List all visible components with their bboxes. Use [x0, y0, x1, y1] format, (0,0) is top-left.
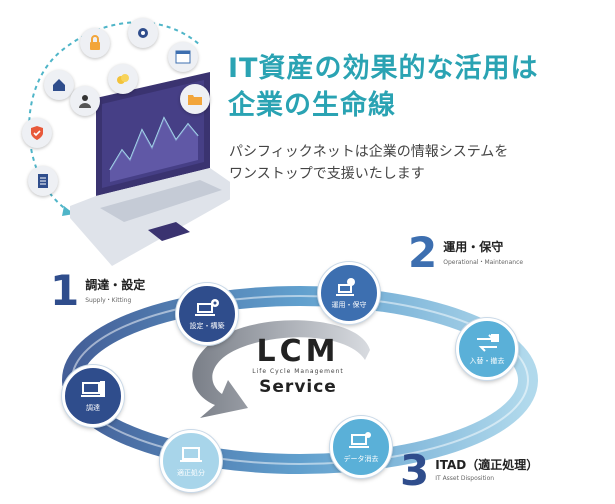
laptop-keyboard [100, 180, 222, 222]
data-erase-icon [349, 432, 371, 448]
folder-bubble [180, 84, 210, 114]
step-3-text: ITAD（適正処理） IT Asset Disposition [435, 456, 538, 482]
step-1-english: Supply・Kitting [85, 297, 132, 304]
computer-icon [81, 381, 105, 397]
lcm-title: LCM [256, 334, 340, 369]
step-1-title: 調達・設定 [85, 278, 146, 292]
step-2-english: Operational・Maintenance [443, 259, 524, 266]
step-3-label: 3 ITAD（適正処理） IT Asset Disposition [400, 450, 538, 492]
lcm-center-label: LCM Life Cycle Management Service [238, 334, 358, 398]
step-1-text: 調達・設定 Supply・Kitting [85, 276, 145, 304]
lock-icon [90, 35, 100, 50]
node-move: 入替・撤去 [456, 318, 518, 380]
browser-icon [175, 50, 191, 64]
step-1-label: 1 調達・設定 Supply・Kitting [50, 270, 145, 312]
lcm-swoosh-arrow [192, 320, 370, 418]
service-title: Service [259, 377, 337, 397]
title-line-1: IT資産の効果的な活用は [228, 53, 539, 84]
step-2-label: 2 運用・保守 Operational・Maintenance [408, 232, 523, 274]
step-2-title: 運用・保守 [443, 240, 504, 254]
gear-laptop-icon [195, 299, 219, 316]
browser-bubble [168, 42, 198, 72]
node-erase-label: データ消去 [343, 455, 379, 463]
laptop-icon [180, 447, 202, 462]
person-bubble [70, 86, 100, 116]
step-2-number: 2 [408, 228, 438, 277]
coins-bubble [108, 64, 138, 94]
node-procure: 調達 [62, 365, 124, 427]
home-icon [53, 79, 65, 91]
subtitle-line-1: パシフィックネットは企業の情報システムを [229, 144, 509, 160]
node-procure-label: 調達 [86, 404, 100, 412]
title-line-2: 企業の生命線 [228, 90, 396, 121]
node-operate-label: 運用・保守 [331, 301, 367, 309]
laptop-illustration [28, 21, 230, 266]
check-shield-icon [31, 126, 43, 140]
page-title: IT資産の効果的な活用は 企業の生命線 [228, 50, 538, 124]
node-setup: 設定・構築 [176, 283, 238, 345]
coins-icon [117, 74, 129, 84]
step-3-title: ITAD（適正処理） [435, 458, 539, 472]
folder-icon [188, 95, 202, 105]
support-icon [336, 278, 355, 296]
step-3-english: IT Asset Disposition [435, 475, 495, 482]
swap-arrows-icon [477, 334, 499, 352]
node-erase: データ消去 [330, 416, 392, 478]
page-subtitle: パシフィックネットは企業の情報システムを ワンストップで支援いたします [229, 141, 508, 185]
node-move-label: 入替・撤去 [469, 357, 505, 365]
document-bubble [28, 166, 58, 196]
step-1-number: 1 [50, 266, 80, 315]
lcm-subtitle: Life Cycle Management [252, 368, 344, 375]
pin-bubble [128, 18, 158, 48]
document-icon [38, 174, 48, 188]
node-operate: 運用・保守 [318, 262, 380, 324]
lock-bubble [80, 28, 110, 58]
laptop-touchpad [148, 222, 190, 241]
screen-chart-area [110, 118, 198, 182]
person-icon [79, 95, 91, 108]
node-dispose-label: 適正処分 [177, 469, 205, 477]
node-dispose: 適正処分 [160, 430, 222, 492]
subtitle-line-2: ワンストップで支援いたします [229, 166, 425, 182]
pin-icon [138, 28, 148, 38]
home-bubble [44, 70, 74, 100]
node-setup-label: 設定・構築 [189, 322, 225, 330]
check-bubble [22, 118, 52, 148]
step-3-number: 3 [400, 446, 430, 495]
step-2-text: 運用・保守 Operational・Maintenance [443, 238, 523, 266]
